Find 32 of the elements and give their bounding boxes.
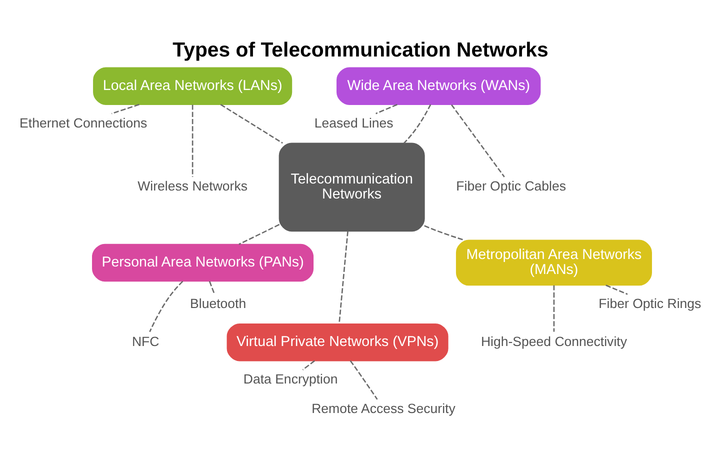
connector	[302, 360, 316, 370]
node-box: Metropolitan Area Networks (MANs)	[456, 239, 652, 286]
node-box: Personal Area Networks (PANs)	[92, 243, 314, 282]
connector	[238, 223, 280, 244]
node-box: Wide Area Networks (WANs)	[336, 66, 541, 104]
connector	[350, 360, 378, 400]
connector	[606, 284, 628, 294]
connector	[220, 104, 283, 144]
connector	[338, 230, 348, 324]
node-text: Bluetooth	[190, 296, 246, 311]
node-text: NFC	[132, 333, 160, 348]
connector	[451, 104, 505, 177]
connector	[376, 103, 398, 114]
connector	[208, 280, 216, 294]
node-text: Data Encryption	[243, 371, 338, 386]
connector	[192, 104, 194, 176]
node-text: Remote Access Security	[312, 400, 456, 416]
node-text: Fiber Optic Cables	[456, 178, 566, 194]
connector	[424, 224, 465, 240]
node-text: Fiber Optic Rings	[598, 296, 702, 311]
node-box: Local Area Networks (LANs)	[93, 66, 292, 104]
node-box: Telecommunication Networks	[278, 142, 425, 232]
node-text: Wireless Networks	[138, 178, 248, 194]
connector	[553, 284, 555, 332]
node-text: High-Speed Connectivity	[480, 333, 627, 348]
node-text: Leased Lines	[314, 114, 394, 130]
connector	[149, 280, 184, 332]
connector	[403, 104, 432, 144]
diagram-title: Types of Telecommunication Networks	[172, 38, 548, 61]
node-text: Ethernet Connections	[20, 114, 148, 130]
node-box: Virtual Private Networks (VPNs)	[226, 322, 448, 361]
connector	[111, 103, 140, 114]
